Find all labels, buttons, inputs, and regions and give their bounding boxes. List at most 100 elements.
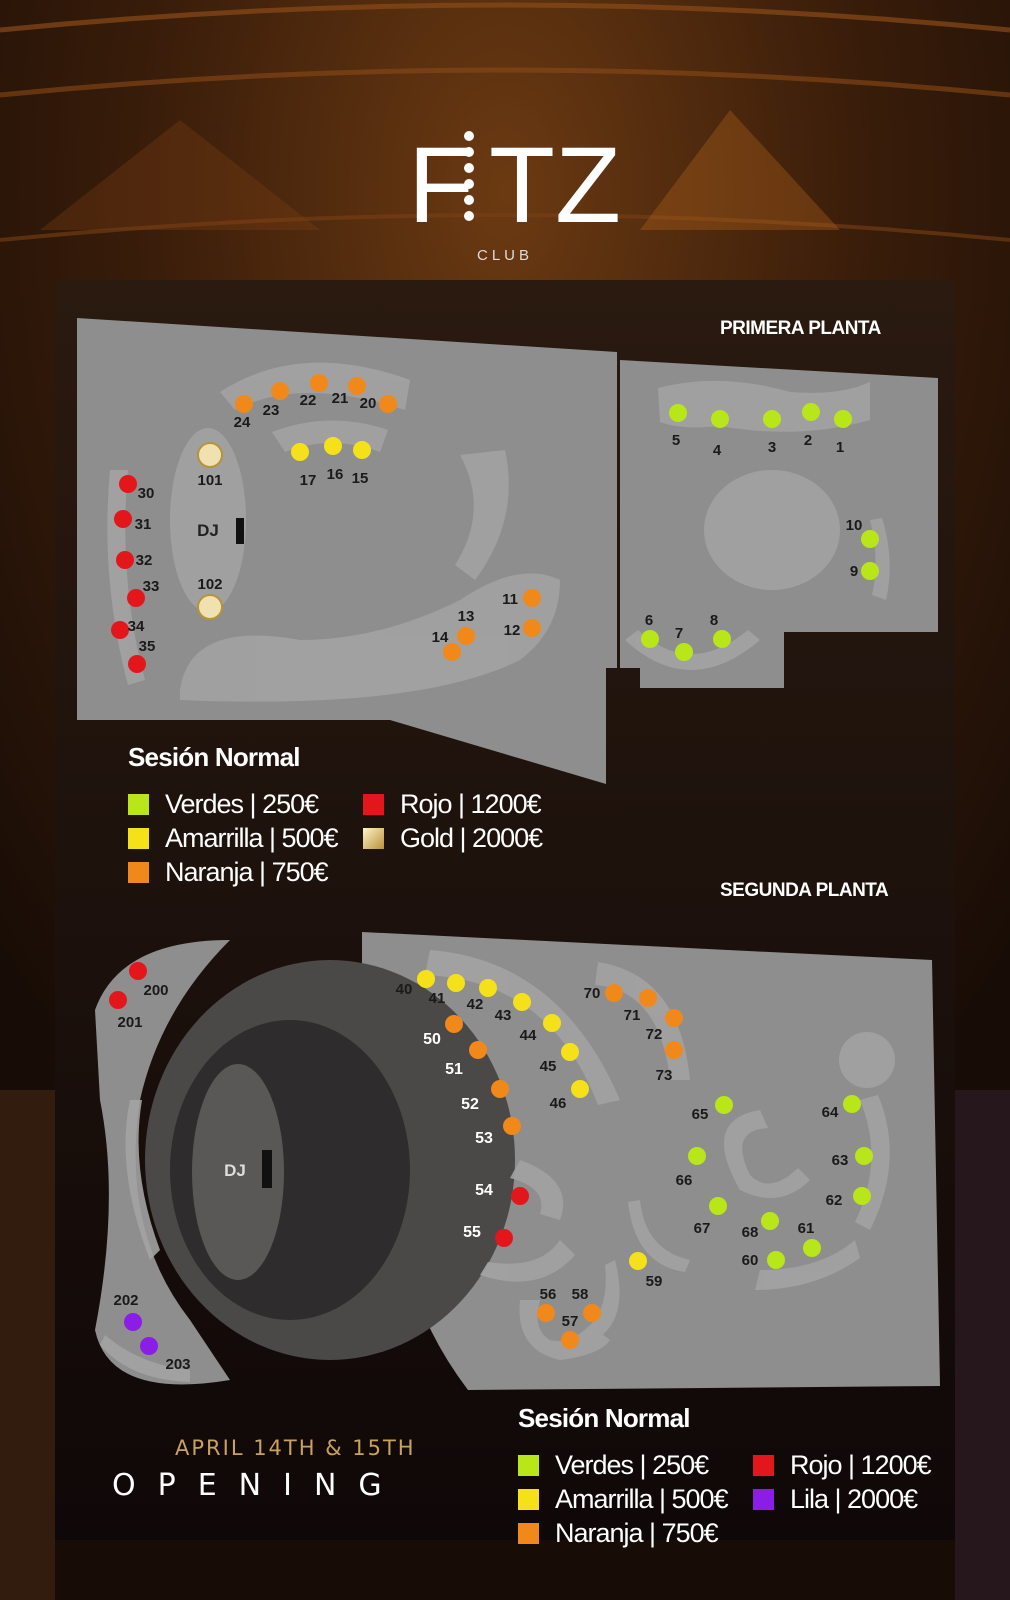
table-1-label: 1 xyxy=(836,439,844,456)
table-53-label: 53 xyxy=(475,1130,493,1147)
swatch-gold xyxy=(363,827,384,849)
table-50-label: 50 xyxy=(423,1031,441,1048)
table-70-label: 70 xyxy=(584,985,601,1002)
table-35-label: 35 xyxy=(139,638,156,655)
table-23-seat[interactable] xyxy=(271,382,289,400)
table-4-label: 4 xyxy=(713,442,722,459)
table-34-seat[interactable] xyxy=(111,621,129,639)
table-68-seat[interactable] xyxy=(761,1212,779,1230)
table-7-seat[interactable] xyxy=(675,643,693,661)
floor-title-first: PRIMERA PLANTA xyxy=(720,318,881,339)
table-55-seat[interactable] xyxy=(495,1229,513,1247)
table-13-seat[interactable] xyxy=(457,627,475,645)
legend-items: Verdes | 250€ Rojo | 1200€ Amarrilla | 5… xyxy=(128,787,598,889)
table-4-seat[interactable] xyxy=(711,410,729,428)
table-15-label: 15 xyxy=(352,470,369,487)
table-33-seat[interactable] xyxy=(127,589,145,607)
table-101-seat[interactable] xyxy=(197,442,223,468)
table-21-seat[interactable] xyxy=(348,377,366,395)
table-44-seat[interactable] xyxy=(543,1014,561,1032)
swatch-amarilla xyxy=(518,1488,539,1510)
table-64-seat[interactable] xyxy=(843,1095,861,1113)
table-70-seat[interactable] xyxy=(605,984,623,1002)
table-50-seat[interactable] xyxy=(445,1015,463,1033)
table-10-seat[interactable] xyxy=(861,530,879,548)
table-24-seat[interactable] xyxy=(235,395,253,413)
swatch-rojo xyxy=(753,1454,774,1476)
table-43-seat[interactable] xyxy=(513,993,531,1011)
table-59-label: 59 xyxy=(646,1273,663,1290)
table-60-seat[interactable] xyxy=(767,1251,785,1269)
dj-booth-label-first: DJ xyxy=(197,521,219,540)
table-34-label: 34 xyxy=(128,618,145,635)
table-32-seat[interactable] xyxy=(116,551,134,569)
legend-item-gold: Gold | 2000€ xyxy=(363,821,598,855)
table-66-seat[interactable] xyxy=(688,1147,706,1165)
table-42-seat[interactable] xyxy=(479,979,497,997)
table-16-seat[interactable] xyxy=(324,437,342,455)
table-58-seat[interactable] xyxy=(583,1304,601,1322)
table-2-seat[interactable] xyxy=(802,403,820,421)
table-102-seat[interactable] xyxy=(197,594,223,620)
table-67-label: 67 xyxy=(694,1220,711,1237)
table-200-seat[interactable] xyxy=(129,962,147,980)
table-62-seat[interactable] xyxy=(853,1187,871,1205)
table-65-seat[interactable] xyxy=(715,1096,733,1114)
table-54-seat[interactable] xyxy=(511,1187,529,1205)
table-40-seat[interactable] xyxy=(417,970,435,988)
table-6-seat[interactable] xyxy=(641,630,659,648)
table-5-seat[interactable] xyxy=(669,404,687,422)
table-72-label: 72 xyxy=(646,1026,663,1043)
table-31-seat[interactable] xyxy=(114,510,132,528)
table-63-seat[interactable] xyxy=(855,1147,873,1165)
table-65-label: 65 xyxy=(692,1106,709,1123)
table-203-seat[interactable] xyxy=(140,1337,158,1355)
table-52-seat[interactable] xyxy=(491,1080,509,1098)
table-22-label: 22 xyxy=(300,392,317,409)
table-53-seat[interactable] xyxy=(503,1117,521,1135)
table-73-seat[interactable] xyxy=(665,1041,683,1059)
table-71-seat[interactable] xyxy=(639,989,657,1007)
table-62-label: 62 xyxy=(826,1192,843,1209)
table-72-seat[interactable] xyxy=(665,1009,683,1027)
swatch-verde xyxy=(518,1454,539,1476)
table-12-seat[interactable] xyxy=(523,619,541,637)
table-41-seat[interactable] xyxy=(447,974,465,992)
legend-item-naranja: Naranja | 750€ xyxy=(128,855,363,889)
legend-item-rojo: Rojo | 1200€ xyxy=(753,1448,988,1482)
table-35-seat[interactable] xyxy=(128,655,146,673)
table-3-seat[interactable] xyxy=(763,410,781,428)
table-11-seat[interactable] xyxy=(523,589,541,607)
table-46-seat[interactable] xyxy=(571,1080,589,1098)
table-1-seat[interactable] xyxy=(834,410,852,428)
table-56-label: 56 xyxy=(540,1286,557,1303)
table-10-label: 10 xyxy=(846,517,863,534)
table-202-seat[interactable] xyxy=(124,1313,142,1331)
table-61-seat[interactable] xyxy=(803,1239,821,1257)
table-201-seat[interactable] xyxy=(109,991,127,1009)
table-59-seat[interactable] xyxy=(629,1252,647,1270)
table-17-seat[interactable] xyxy=(291,443,309,461)
logo-subtitle: CLUB xyxy=(477,247,533,264)
legend-item-lila: Lila | 2000€ xyxy=(753,1482,988,1516)
legend-item-naranja: Naranja | 750€ xyxy=(518,1516,753,1550)
table-57-seat[interactable] xyxy=(561,1331,579,1349)
table-45-seat[interactable] xyxy=(561,1043,579,1061)
table-51-seat[interactable] xyxy=(469,1041,487,1059)
table-3-label: 3 xyxy=(768,439,776,456)
table-9-seat[interactable] xyxy=(861,562,879,580)
legend-title: Sesión Normal xyxy=(128,742,300,772)
table-20-seat[interactable] xyxy=(379,395,397,413)
table-67-seat[interactable] xyxy=(709,1197,727,1215)
table-22-seat[interactable] xyxy=(310,374,328,392)
table-30-seat[interactable] xyxy=(119,475,137,493)
table-56-seat[interactable] xyxy=(537,1304,555,1322)
table-20-label: 20 xyxy=(360,395,377,412)
legend-first: Sesión Normal Verdes | 250€ Rojo | 1200€… xyxy=(128,742,598,889)
table-15-seat[interactable] xyxy=(353,441,371,459)
table-101-label: 101 xyxy=(197,472,222,489)
table-7-label: 7 xyxy=(675,625,683,642)
table-14-seat[interactable] xyxy=(443,643,461,661)
table-8-seat[interactable] xyxy=(713,630,731,648)
